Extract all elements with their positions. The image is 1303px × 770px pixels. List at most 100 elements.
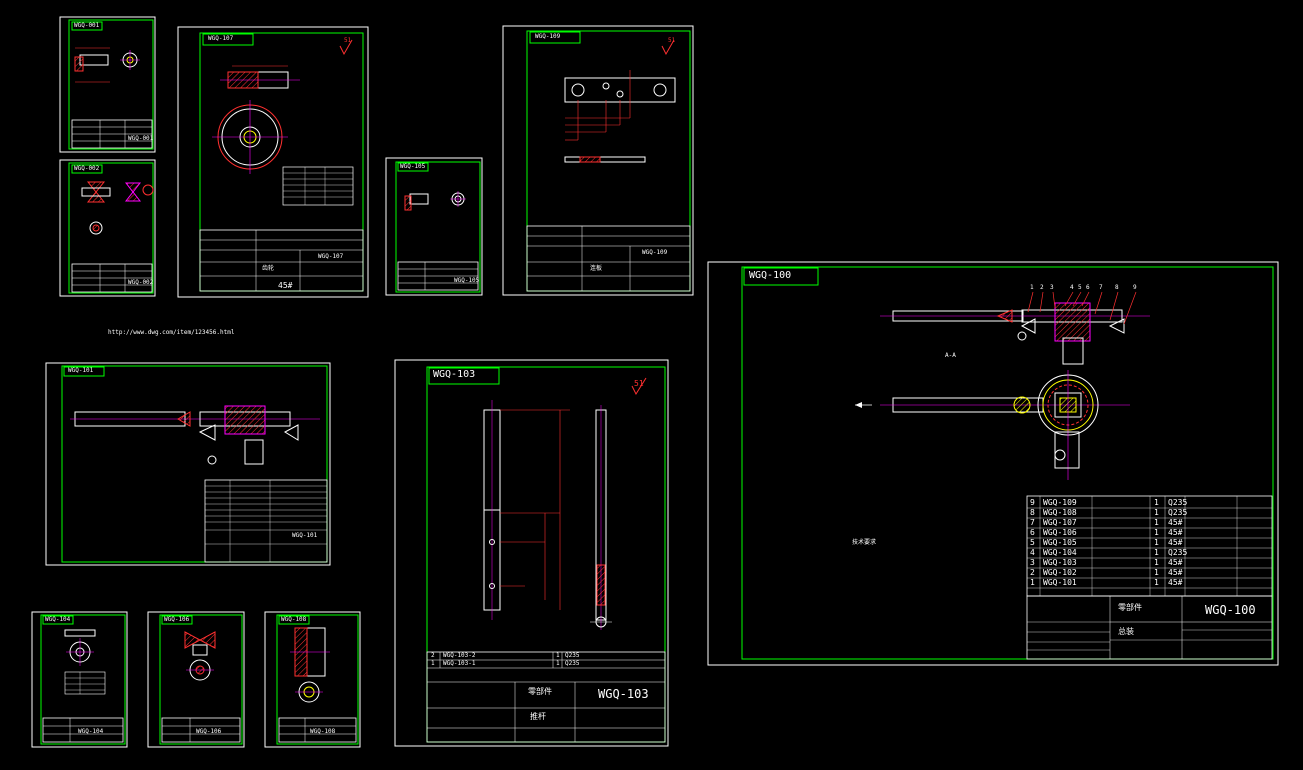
balloon-8: 8 — [1115, 284, 1119, 291]
parts-row-code: WGQ-103-1 — [443, 660, 476, 667]
bom-row-qty: 1 — [1154, 558, 1159, 567]
sheet-3-material: 45# — [278, 281, 293, 290]
bom-row-qty: 1 — [1154, 548, 1159, 557]
bom-row-material: Q235 — [1168, 548, 1188, 557]
sheet-5-name: 连板 — [590, 265, 603, 272]
sheet-8-title: 零部件 — [1118, 603, 1142, 612]
bom-row-no: 5 — [1030, 538, 1035, 547]
bom-row-material: Q235 — [1168, 498, 1188, 507]
sheet-4-tag: WGQ-105 — [400, 163, 426, 170]
bom-row-no: 1 — [1030, 578, 1035, 587]
balloon-3: 3 — [1050, 284, 1054, 291]
bom-row-no: 8 — [1030, 508, 1035, 517]
sheet-5-tag: WGQ-109 — [535, 33, 561, 40]
sheet-wgq-100[interactable] — [707, 261, 1279, 666]
sheet-7-tag: WGQ-103 — [433, 369, 476, 380]
sheet-1-code: WGQ-001 — [128, 135, 154, 142]
sheet-3-name: 齿轮 — [262, 265, 275, 272]
parts-row-code: WGQ-103-2 — [443, 652, 476, 659]
sheet-5-code: WGQ-109 — [642, 249, 668, 256]
sheet-7-code: WGQ-103 — [598, 687, 649, 701]
sheet-7-name: 推杆 — [530, 712, 546, 721]
url-text[interactable]: http://www.dwg.com/item/123456.html — [108, 329, 235, 336]
bom-row-code: WGQ-109 — [1043, 498, 1077, 507]
view-label: A-A — [945, 352, 956, 359]
bom-row-code: WGQ-103 — [1043, 558, 1077, 567]
bom-row-no: 4 — [1030, 548, 1035, 557]
balloon-4: 4 — [1070, 284, 1074, 291]
sheet-10-code: WGQ-106 — [196, 728, 222, 735]
sheet-wgq-106[interactable] — [147, 611, 245, 748]
sheet-10-tag: WGQ-106 — [164, 616, 190, 623]
parts-row-no: 2 — [431, 652, 435, 659]
sheet-wgq-108[interactable] — [264, 611, 361, 748]
balloon-9: 9 — [1133, 284, 1137, 291]
sheet-wgq-104[interactable] — [31, 611, 128, 748]
bom-row-material: 45# — [1168, 528, 1183, 537]
sheet-11-tag: WGQ-108 — [281, 616, 307, 623]
bom-row-no: 9 — [1030, 498, 1035, 507]
parts-row-no: 1 — [431, 660, 435, 667]
balloon-1: 1 — [1030, 284, 1034, 291]
sheet-3-code: WGQ-107 — [318, 253, 344, 260]
balloon-5: 5 — [1078, 284, 1082, 291]
sheet-7-title: 零部件 — [528, 687, 552, 696]
sheet-8-name: 总装 — [1118, 627, 1134, 636]
balloon-2: 2 — [1040, 284, 1044, 291]
bom-row-material: 45# — [1168, 568, 1183, 577]
bom-row-code: WGQ-107 — [1043, 518, 1077, 527]
bom-row-code: WGQ-104 — [1043, 548, 1077, 557]
sheet-wgq-105[interactable] — [385, 157, 483, 296]
sheet-11-code: WGQ-108 — [310, 728, 336, 735]
sheet-wgq-101[interactable] — [45, 362, 331, 566]
sheet-3-roughness: 51 — [344, 37, 352, 44]
bom-row-code: WGQ-108 — [1043, 508, 1077, 517]
sheet-2-tag: WGQ-002 — [74, 165, 100, 172]
sheet-9-tag: WGQ-104 — [45, 616, 71, 623]
balloon-7: 7 — [1099, 284, 1103, 291]
sheet-5-roughness: 51 — [668, 37, 676, 44]
notes-label: 技术要求 — [852, 539, 877, 546]
bom-row-no: 6 — [1030, 528, 1035, 537]
sheet-wgq-103[interactable] — [394, 359, 669, 747]
bom-row-qty: 1 — [1154, 518, 1159, 527]
bom-row-material: 45# — [1168, 518, 1183, 527]
sheet-6-code: WGQ-101 — [292, 532, 318, 539]
bom-row-code: WGQ-102 — [1043, 568, 1077, 577]
bom-row-material: 45# — [1168, 558, 1183, 567]
bom-row-no: 7 — [1030, 518, 1035, 527]
bom-row-qty: 1 — [1154, 538, 1159, 547]
roughness-marks — [339, 39, 675, 396]
sheet-wgq-107[interactable] — [177, 26, 369, 298]
sheet-wgq-001[interactable] — [59, 16, 156, 153]
bom-row-qty: 1 — [1154, 498, 1159, 507]
balloon-leaders — [1027, 291, 1137, 325]
sheet-wgq-109[interactable] — [502, 25, 694, 296]
bom-row-code: WGQ-106 — [1043, 528, 1077, 537]
sheet-7-roughness: 51 — [634, 379, 644, 388]
sheet-6-tag: WGQ-101 — [68, 367, 94, 374]
sheet-1-tag: WGQ-001 — [74, 22, 100, 29]
sheet-8-code: WGQ-100 — [1205, 603, 1256, 617]
sheet-4-code: WGQ-105 — [454, 277, 480, 284]
sheet-8-tag: WGQ-100 — [749, 270, 792, 281]
bom-row-material: Q235 — [1168, 508, 1188, 517]
bom-row-material: 45# — [1168, 578, 1183, 587]
bom-row-qty: 1 — [1154, 578, 1159, 587]
parts-row-material: Q235 — [565, 652, 580, 659]
parts-row-material: Q235 — [565, 660, 580, 667]
bom-row-qty: 1 — [1154, 508, 1159, 517]
sheet-9-code: WGQ-104 — [78, 728, 104, 735]
bom-row-material: 45# — [1168, 538, 1183, 547]
balloon-6: 6 — [1086, 284, 1090, 291]
bom-row-code: WGQ-101 — [1043, 578, 1077, 587]
sheet-wgq-002[interactable] — [59, 159, 156, 297]
sheet-2-code: WGQ-002 — [128, 279, 154, 286]
bom-row-qty: 1 — [1154, 568, 1159, 577]
bom-row-code: WGQ-105 — [1043, 538, 1077, 547]
parts-row-qty: 1 — [556, 660, 560, 667]
bom-row-no: 2 — [1030, 568, 1035, 577]
sheet-3-tag: WGQ-107 — [208, 35, 234, 42]
bom-row-no: 3 — [1030, 558, 1035, 567]
